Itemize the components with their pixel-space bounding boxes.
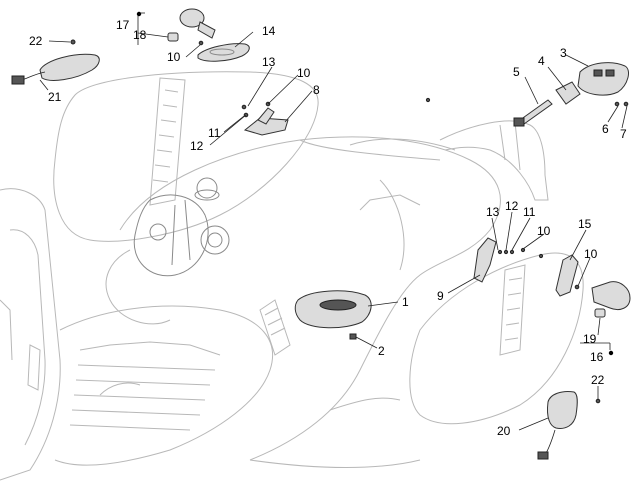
callout-10: 10 [297,66,311,80]
callout-7: 7 [620,127,627,141]
part-15-gasket-right [555,254,579,297]
part-9-bracket-right [473,237,526,283]
marker-dot-18 [608,350,614,356]
callout-15: 15 [578,217,592,231]
callout-6: 6 [602,122,609,136]
callout-11: 11 [523,205,536,219]
part-16-turn-indicator-left [167,8,216,46]
callout-1: 1 [402,295,409,309]
callout-13: 13 [486,205,500,219]
callout-22: 22 [29,34,43,48]
callout-4: 4 [538,54,545,68]
part-3-rear-light-housing [513,62,629,127]
callout-numbers: 22 21 17 18 10 14 13 10 8 11 12 3 4 5 6 … [29,18,627,438]
callout-10: 10 [537,224,551,238]
hardware-screws [425,97,544,259]
callout-19: 19 [583,332,597,346]
scooter-body-outline [0,71,584,481]
callout-2: 2 [378,344,385,358]
callout-20: 20 [497,424,511,438]
leader-lines [39,12,628,431]
part-1-side-light [294,290,372,340]
callout-3: 3 [560,46,567,60]
part-20-lower-light [537,391,601,460]
callout-11: 11 [208,126,221,140]
marker-dot-16 [136,11,142,17]
callout-9: 9 [437,289,444,303]
callout-10: 10 [167,50,181,64]
callout-17: 18 [133,28,147,42]
part-18-turn-indicator-right [574,281,631,318]
callout-5: 5 [513,65,520,79]
callout-18: 16 [590,350,604,364]
part-14-gasket [197,43,250,62]
callout-10: 10 [584,247,598,261]
callout-8: 8 [313,83,320,97]
part-8-bracket-left [241,101,289,136]
callout-13: 13 [262,55,276,69]
callout-16: 17 [116,18,130,32]
callout-14: 14 [262,24,276,38]
callout-12: 12 [505,199,519,213]
part-21-front-light-left [11,39,100,85]
callout-21: 21 [48,90,62,104]
callout-12: 12 [190,139,204,153]
callout-22: 22 [591,373,605,387]
